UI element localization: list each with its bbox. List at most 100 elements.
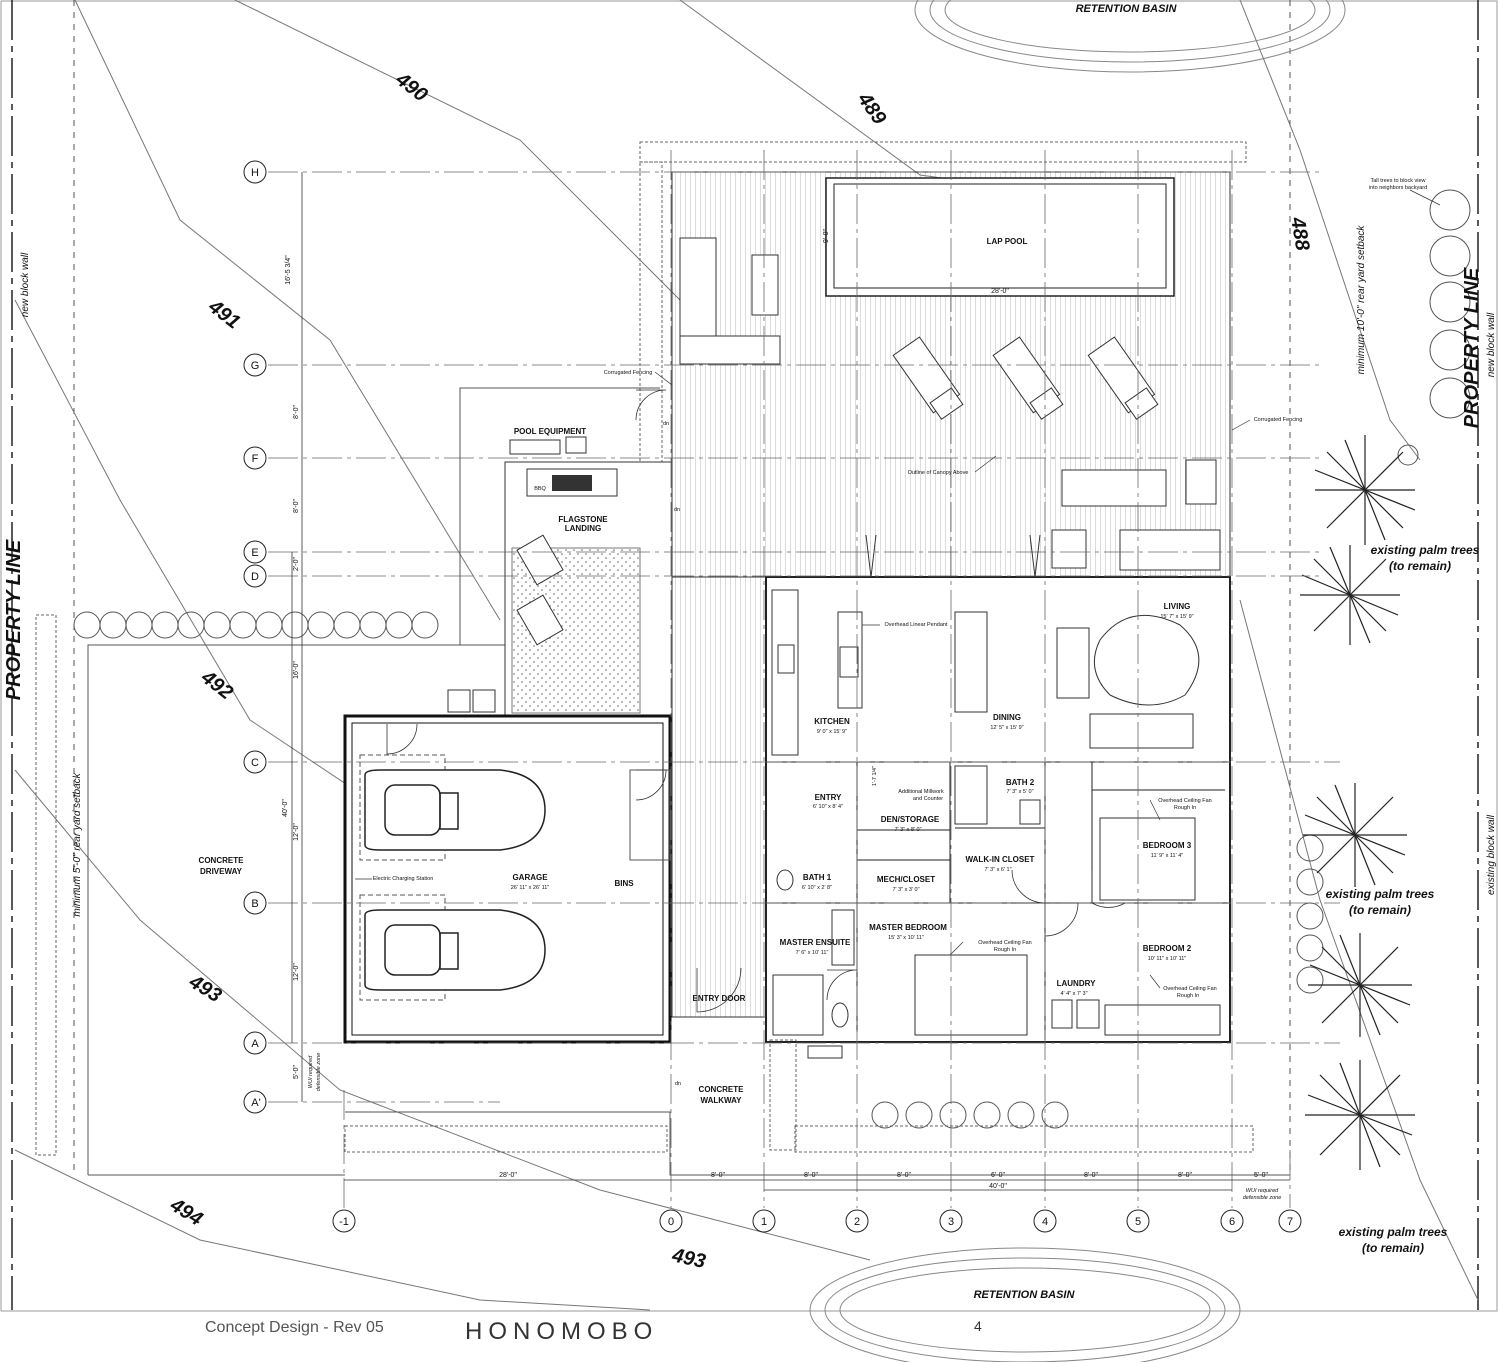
grid-row-label: A': [251, 1097, 260, 1109]
dimension-label: 28'-0": [991, 288, 1009, 295]
property-line-label: PROPERTY LINE: [3, 539, 25, 700]
dimension-label: 28'-0": [499, 1172, 517, 1179]
shrub-row-bottom: [871, 1101, 1069, 1129]
grid-col-label: -1: [339, 1216, 349, 1228]
room-label: BBQ: [534, 486, 546, 492]
grid-col-label: 4: [1042, 1216, 1048, 1228]
property-line-label: PROPERTY LINE: [1461, 267, 1483, 428]
annotation: Overhead Ceiling Fan: [1158, 798, 1212, 804]
bath-fixtures: [772, 765, 1221, 1036]
dimension-label: 40'-0": [282, 799, 289, 817]
dimension-label: 1'-7 1/4": [872, 766, 878, 786]
room-label: KITCHEN: [814, 717, 850, 726]
car-icon: [364, 769, 546, 991]
annotation: dn: [675, 1081, 681, 1087]
room-size: 15' 7" x 15' 9": [1160, 614, 1193, 620]
room-size: 7' 3" x 8' 0": [894, 827, 921, 833]
contour-label: 491: [204, 295, 245, 333]
room-label: ENTRY: [815, 793, 842, 802]
dimension-label: 12'-0": [293, 823, 300, 841]
grid-row-label: F: [252, 453, 259, 465]
dimension-label: 16'-5 3/4": [285, 255, 292, 285]
dimension-label: 8'-0": [1178, 1172, 1192, 1179]
wui-note: defensible zone: [316, 1053, 322, 1092]
room-label: LIVING: [1164, 602, 1191, 611]
room-label: CONCRETE: [699, 1085, 745, 1094]
dimension-label: 8'-0": [897, 1172, 911, 1179]
drawing-frame: [0, 0, 1498, 1312]
room-size: 9' 0" x 15' 9": [817, 729, 847, 735]
flagstone-landing: [447, 436, 673, 716]
annotation: Outline of Canopy Above: [908, 470, 969, 476]
contour-label: 493: [184, 970, 225, 1007]
door-swings: [386, 389, 1126, 1013]
palm-note: (to remain): [1389, 559, 1451, 573]
room-size: 11' 9" x 11' 4": [1151, 853, 1183, 859]
entry-boardwalk: [671, 576, 767, 1018]
palm-note: (to remain): [1362, 1241, 1424, 1255]
palm-tree-icon: [1300, 435, 1416, 1170]
room-label: LAUNDRY: [1057, 979, 1096, 988]
grid-row-label: C: [251, 757, 259, 769]
room-size: 15' 3" x 10' 11": [888, 935, 924, 941]
setback-label: minimum 10'-0" rear yard setback: [1356, 225, 1367, 375]
driveway-outline: [87, 387, 1290, 1176]
dimension-label: 9'-0": [823, 229, 830, 243]
annotation: Rough In: [1177, 993, 1199, 999]
room-size: 7' 3" x 6' 1": [984, 867, 1011, 873]
canopy-columns: [807, 534, 1041, 1059]
dimension-label: 8'-0": [1084, 1172, 1098, 1179]
grid-row-label: B: [251, 898, 258, 910]
grid-row-label: E: [251, 547, 258, 559]
room-label: BATH 1: [803, 873, 832, 882]
room-label: MASTER ENSUITE: [780, 938, 851, 947]
wui-note: WUI required: [308, 1055, 314, 1088]
dimension-label: 2'-0": [293, 557, 300, 571]
dimension-label: 8'-0": [711, 1172, 725, 1179]
room-size: 6' 10" x 2' 8": [802, 885, 832, 891]
grid-row-label: A: [251, 1038, 259, 1050]
dimension-label: 16'-0": [293, 661, 300, 679]
room-label: BEDROOM 3: [1143, 841, 1192, 850]
room-label: DRIVEWAY: [200, 867, 243, 876]
room-size: 7' 3" x 5' 0": [1006, 789, 1033, 795]
dimension-label: 12'-0": [293, 963, 300, 981]
shrub-row-right: [1296, 834, 1324, 994]
grid-row-label: D: [251, 571, 259, 583]
annotation: Rough In: [1174, 805, 1196, 811]
grid-bubbles: [243, 160, 1302, 1233]
contour-label: 492: [196, 666, 237, 704]
contour-lines: [14, 0, 1479, 1311]
deck-furniture: [679, 237, 1221, 571]
annotation: Rough In: [994, 947, 1016, 953]
brand-logo: HONOMOBO: [465, 1318, 659, 1345]
room-label: BINS: [614, 879, 634, 888]
tree-note: Tall trees to block view: [1370, 178, 1425, 184]
annotation: dn: [663, 421, 669, 427]
grid-col-label: 0: [668, 1216, 674, 1228]
grid-lines: [268, 150, 1340, 1208]
wall-label: new block wall: [20, 252, 31, 317]
contour-label: 488: [1286, 215, 1314, 254]
grid-col-label: 6: [1229, 1216, 1235, 1228]
retention-basin-label: RETENTION BASIN: [974, 1289, 1076, 1301]
palm-note: (to remain): [1349, 903, 1411, 917]
dimension-label: 8'-0": [293, 499, 300, 513]
dimension-label: 6'-0": [991, 1172, 1005, 1179]
grid-row-label: H: [251, 167, 259, 179]
room-label: ENTRY DOOR: [693, 994, 746, 1003]
annotation: Corrugated Fencing: [1254, 417, 1303, 423]
lap-pool: [825, 177, 1175, 297]
room-label: MECH/CLOSET: [877, 875, 935, 884]
dimension-label: 8'-0": [804, 1172, 818, 1179]
annotation: Overhead Ceiling Fan: [978, 940, 1032, 946]
wui-note: defensible zone: [1243, 1195, 1282, 1201]
setback-lines: [73, 0, 1291, 1175]
retention-basin-bottom: [809, 1247, 1241, 1362]
property-lines: [11, 0, 1479, 1310]
palm-note: existing palm trees: [1326, 887, 1435, 901]
dimension-lines: [291, 172, 1290, 1191]
room-label: BATH 2: [1006, 778, 1035, 787]
kitchen-furnishings: [771, 589, 1200, 756]
